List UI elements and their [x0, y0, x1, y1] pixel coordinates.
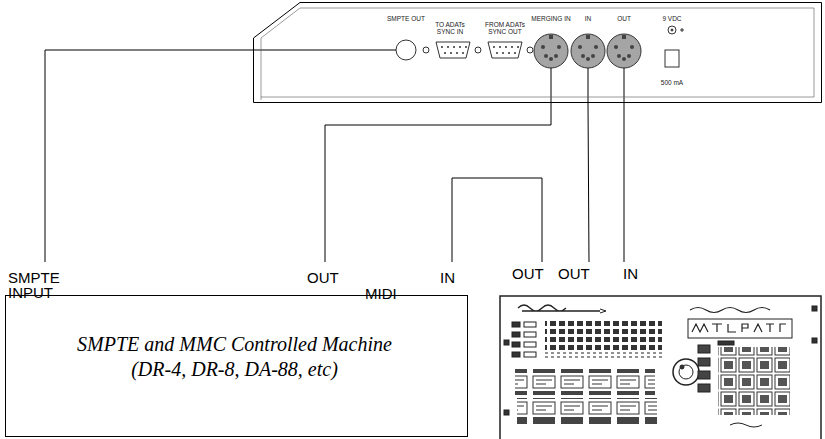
port-label: SMPTE OUT	[376, 15, 436, 22]
port-label: OUT	[307, 270, 347, 285]
port-label: MERGING IN	[527, 15, 575, 22]
port-label: TO ADATs SYNC IN	[433, 21, 467, 35]
port-label: IN	[623, 266, 653, 281]
midi-cable	[325, 103, 551, 262]
machine-name: SMPTE and MMC Controlled Machine (DR-4, …	[67, 332, 402, 382]
midi-cable	[452, 178, 542, 262]
port-label: IN	[573, 15, 603, 22]
controller-unit: OUT OUT IN	[497, 262, 822, 439]
midi-cable	[588, 103, 589, 262]
midi-cable	[45, 50, 253, 262]
port-label: 500 mA	[652, 79, 692, 86]
port-label: 9 VDC	[652, 15, 692, 22]
port-label: OUT	[512, 266, 552, 281]
port-label: SMPTE INPUT	[8, 270, 70, 300]
port-label: OUT	[558, 266, 598, 281]
port-label: MIDI	[365, 286, 405, 301]
machine-box: SMPTE INPUT OUT IN MIDI SMPTE and MMC Contro…	[5, 262, 468, 437]
rear-panel: SMPTE OUTTO ADATs SYNC IN FROM ADATs SYNC…	[253, 2, 822, 103]
port-label: FROM ADATs SYNC OUT	[484, 21, 526, 35]
panel-stubs	[254, 50, 624, 103]
controller-drawing	[500, 296, 821, 439]
port-label: OUT	[609, 15, 639, 22]
port-label: IN	[440, 270, 464, 285]
midi-cable	[624, 103, 625, 262]
